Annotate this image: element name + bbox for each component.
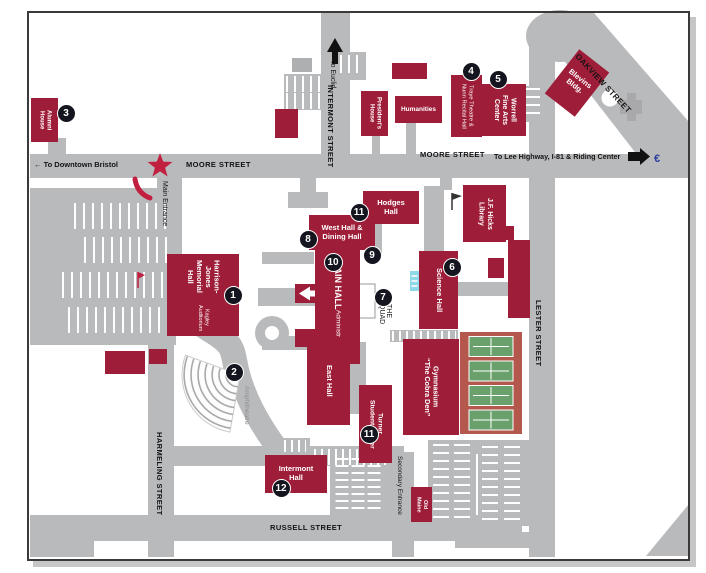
- building-intermont-hall: Intermont Hall: [265, 455, 327, 493]
- parking-stripes: [57, 55, 540, 524]
- roundabout: [596, 84, 624, 112]
- building-annex: [392, 63, 427, 79]
- street-label-moore: MOORE STREET: [186, 160, 251, 169]
- map-marker-1: 1: [223, 285, 243, 305]
- east-arrow-icon: [628, 148, 650, 165]
- street-label-harmeling: HARMELING STREET: [155, 432, 164, 516]
- map-marker-4: 4: [461, 61, 481, 81]
- map-marker-6: 6: [442, 257, 462, 277]
- secondary-entrance-label: Secondary Entrance: [396, 456, 403, 515]
- highway-logo-icon: €: [654, 153, 660, 165]
- street-label-russell: RUSSELL STREET: [270, 523, 343, 532]
- parking-flag-icon: [137, 272, 145, 288]
- road-secondary-entrance: [392, 452, 414, 557]
- building-unlabeled: [149, 349, 167, 364]
- map-marker-2: 2: [224, 362, 244, 382]
- map-marker-12: 12: [271, 478, 291, 498]
- loop-island: [265, 326, 279, 340]
- entrance-curve: [132, 176, 153, 201]
- map-marker-3: 3: [56, 103, 76, 123]
- building-unlabeled: [275, 109, 298, 138]
- auditorium-label: Kagley Auditorium: [197, 304, 210, 331]
- building-humanities: Humanities: [395, 96, 442, 123]
- main-entrance-star-icon: [147, 153, 173, 177]
- map-marker-5: 5: [488, 69, 508, 89]
- steps-icon: [410, 271, 419, 291]
- direction-downtown-bristol: ← To Downtown Bristol: [34, 160, 119, 169]
- building-worrell-fine-arts: Worrell Fine Arts Center: [482, 84, 526, 136]
- map-marker-11: 11: [349, 202, 369, 222]
- building-unlabeled: [508, 240, 530, 318]
- building-unlabeled: [492, 226, 514, 240]
- quad-label: THE QUAD: [378, 304, 392, 325]
- building-turner-student-center: Turner Student Center: [359, 385, 392, 463]
- street-label-moore-2: MOORE STREET: [420, 150, 485, 159]
- map-marker-7: 7: [373, 287, 393, 307]
- building-east-hall: East Hall: [307, 337, 350, 425]
- map-marker-11b: 11: [359, 424, 379, 444]
- map-marker-8: 8: [298, 229, 318, 249]
- tennis-courts: [460, 332, 522, 434]
- building-harrison-jones: Harrison-Jones Memorial Hall Kagley Audi…: [167, 254, 239, 336]
- building-unlabeled: [488, 258, 504, 278]
- building-gymnasium: Gymnasium “The Cobra Den”: [403, 339, 459, 435]
- building-west-hall: West Hall & Dining Hall: [309, 215, 375, 250]
- map-marker-9: 9: [362, 245, 382, 265]
- building-alumni-house: Alumni House: [31, 98, 58, 142]
- main-hall-label: MAIN HALL: [332, 260, 343, 310]
- street-label-lester: LESTER STREET: [534, 300, 543, 367]
- street-label-intermont: INTERMONT STREET: [326, 85, 335, 168]
- direction-to-euclid: To Euclid: [329, 60, 336, 89]
- map-marker-10: 10: [323, 252, 343, 272]
- gray-building: [620, 93, 642, 121]
- road-corner-wedge: [646, 504, 689, 556]
- amphitheatre-label: Amphitheatre: [243, 386, 250, 425]
- building-unlabeled: [105, 351, 145, 374]
- main-entrance-label: Main Entrance: [161, 181, 168, 227]
- direction-lee-highway: To Lee Highway, I-81 & Riding Center: [494, 152, 621, 161]
- road-intermont-street: [321, 13, 350, 155]
- north-arrow-icon: [327, 38, 343, 64]
- building-presidents-house: President's House: [361, 91, 388, 136]
- road-moore-street: [30, 154, 688, 178]
- building-traye-theatre: Traye Theatre & Nunn Recital Hall: [451, 75, 482, 137]
- building-label: Harrison-Jones Memorial Hall: [186, 260, 222, 294]
- building-old-maine: Old Maine: [411, 487, 432, 522]
- building-science-hall: Science Hall: [419, 251, 458, 329]
- administration-label: Administration: [334, 309, 342, 351]
- flag-icon: [451, 193, 462, 210]
- road-harmeling-street: [148, 330, 174, 557]
